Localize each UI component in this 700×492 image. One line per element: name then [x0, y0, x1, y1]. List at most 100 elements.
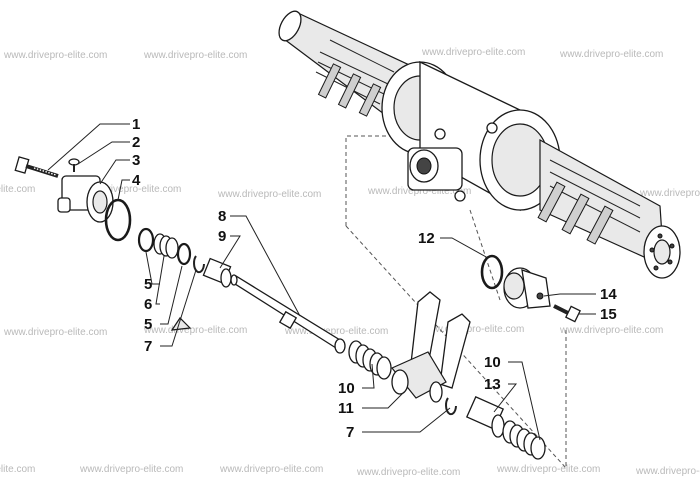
- callout-8: 8: [218, 208, 226, 225]
- callout-10: 10: [338, 380, 355, 397]
- hub-stud: [669, 243, 675, 249]
- watermark-text: www.drivepro-elite.com: [143, 50, 247, 61]
- fin-block: [586, 205, 614, 245]
- watermark-text: www.drivepro-elite.com: [559, 49, 663, 60]
- o-ring-right: [480, 254, 504, 290]
- callout-1: 1: [132, 116, 140, 133]
- bolt-head: [565, 305, 581, 323]
- callout-10: 10: [484, 354, 501, 371]
- fin-block: [537, 181, 566, 223]
- watermark-text: www.drivepro-elite.com: [635, 466, 700, 477]
- leader-7b: [362, 407, 451, 433]
- watermark-text: www.drivepro-elite.com: [559, 325, 663, 336]
- leader-10b: [508, 361, 541, 441]
- callout-labels: 1 2 3 4 5 6 5 7 8 9 10 11 7 12 14 15 10 …: [132, 116, 617, 441]
- bolt-thread: [33, 167, 57, 176]
- callout-11: 11: [338, 400, 354, 417]
- leader-4: [117, 179, 130, 201]
- hub-stud: [653, 265, 659, 271]
- leader-10a: [362, 363, 375, 389]
- part-10-spring-upper: [348, 340, 392, 380]
- part-6-spring: [153, 233, 179, 259]
- fin-line: [319, 51, 389, 85]
- plug-flange-face: [503, 272, 525, 300]
- dashed-line-fork: [469, 209, 501, 301]
- housing-bolt: [434, 128, 446, 140]
- shaft-end-right: [334, 338, 346, 354]
- leader-14: [543, 293, 596, 297]
- fin-line: [329, 39, 395, 73]
- small-wedge: [170, 317, 192, 331]
- part-9-bushing: [202, 257, 232, 288]
- callout-7: 7: [346, 424, 354, 441]
- right-hub-center: [653, 239, 671, 265]
- callout-5: 5: [144, 316, 152, 333]
- part-4-o-ring: [104, 198, 132, 242]
- watermark-text: www.drivepro-elite.com: [143, 325, 247, 336]
- leader-5b: [160, 265, 183, 325]
- watermark-text: www.drivepro-elite.com: [219, 464, 323, 475]
- fork-hub-bore-right: [429, 381, 443, 403]
- callout-5: 5: [144, 276, 152, 293]
- part-3-valve-body: [57, 175, 114, 223]
- watermark-text: www.drivepro-elite.com: [367, 186, 471, 197]
- watermark-text: www.drivepro-elite.com: [421, 47, 525, 58]
- fork-hub-bore: [391, 369, 409, 395]
- callout-14: 14: [600, 286, 617, 303]
- part-8-shaft: [230, 274, 346, 354]
- hub-stud: [667, 259, 673, 265]
- watermark-text: www.drivepro-elite.com: [217, 189, 321, 200]
- part-15-bolt: [553, 304, 581, 323]
- shaft-end-left: [230, 274, 238, 286]
- dashed-line-upper: [345, 135, 404, 226]
- part-5-ring-second: [176, 242, 192, 266]
- watermark-text: www.drivepro-elite.com: [284, 326, 388, 337]
- part-13-spacer: [465, 395, 505, 438]
- callout-2: 2: [132, 134, 140, 151]
- leader-lines: [47, 123, 596, 441]
- watermark-text: www.drivepro-elite.com: [0, 464, 35, 475]
- o-ring-large: [104, 198, 132, 242]
- left-tube-fins: [315, 39, 395, 117]
- seal-ring: [137, 227, 155, 253]
- callout-15: 15: [600, 306, 617, 323]
- fin-line: [549, 159, 641, 207]
- watermark-text: www.drivepro-elite.com: [639, 188, 700, 199]
- part-2-screw: [68, 158, 80, 172]
- leader-13: [493, 383, 518, 413]
- part-1-bolt: [14, 156, 59, 178]
- fin-block: [561, 193, 590, 235]
- bolt-shank: [25, 164, 59, 178]
- watermark-text: www.drivepro-elite.com: [420, 324, 524, 335]
- part-7-circlip: [193, 255, 205, 274]
- leader-12: [440, 237, 489, 259]
- watermark-text: www.drivepro-elite.com: [496, 464, 600, 475]
- leader-2: [77, 141, 130, 165]
- seal-ring: [176, 242, 192, 266]
- plug-hole: [536, 292, 544, 300]
- fin-line: [549, 185, 641, 233]
- watermarks: www.drivepro-elite.com www.drivepro-elit…: [0, 47, 700, 478]
- bolt-shank: [553, 304, 571, 316]
- dashed-line-lower: [345, 225, 567, 470]
- watermark-text: www.drivepro-elite.com: [3, 50, 107, 61]
- fin-line: [549, 171, 641, 219]
- callout-6: 6: [144, 296, 152, 313]
- housing-bolt: [486, 122, 498, 134]
- fin-block: [337, 73, 362, 109]
- spring-coil: [530, 436, 546, 460]
- leader-5a: [145, 251, 160, 285]
- hub-stud: [657, 233, 663, 239]
- part-5-ring: [137, 227, 155, 253]
- left-tube-end: [278, 10, 302, 42]
- part-7-circlip-second: [445, 397, 457, 416]
- valve-body-stub: [57, 197, 71, 213]
- assembly-dashed-lines: [345, 135, 567, 470]
- axle-housing-assembly: [278, 10, 681, 279]
- shaft-collar: [278, 310, 298, 330]
- small-wedge-shape: [170, 317, 192, 331]
- watermark-text: www.drivepro-elite.com: [77, 184, 181, 195]
- hub-stud: [649, 247, 655, 253]
- watermark-text: www.drivepro-elite.com: [356, 467, 460, 478]
